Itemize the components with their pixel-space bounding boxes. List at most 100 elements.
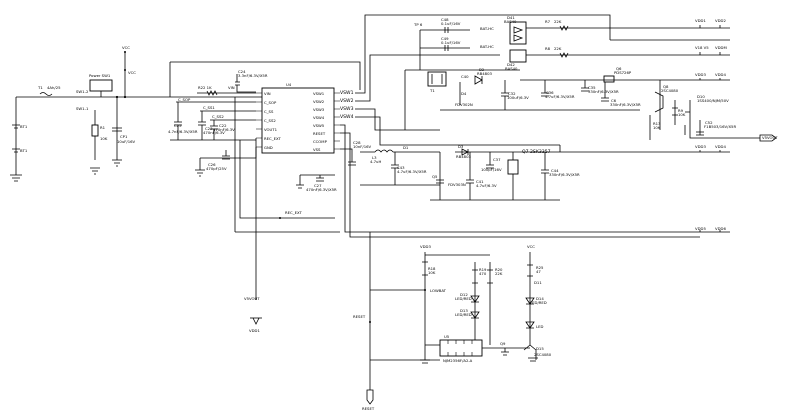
q6-value: PDS726P [614, 70, 632, 75]
r1-label: R1 [100, 125, 106, 130]
c44-label: C44 [551, 168, 559, 173]
r25-value: 47 [536, 269, 541, 274]
c32-value: 100uF/6.3V [507, 95, 529, 100]
c43-value: 4.7uF/6.3V/X5R [397, 169, 427, 174]
cp1-label: CP1 [120, 134, 128, 139]
cp1-value: 10uF/16V [117, 139, 136, 144]
u4-pin-css: C_SS [264, 109, 274, 114]
d1-label: D1 [403, 145, 409, 150]
c6-value: 330nF/6.3V/X5R [610, 102, 641, 107]
u4-pin-vss: VSS [313, 147, 321, 152]
c52-value: F1B503/16V/X5R [704, 124, 736, 129]
q8-label: Q8 [663, 84, 669, 89]
net-vsw2: VSW2 [340, 98, 354, 104]
u5-chip [439, 339, 483, 357]
c24-value: 3.3nF/6.3V/X5R [238, 73, 268, 78]
c49-value: 0.1uF/16V [441, 40, 461, 45]
c44-value: 330nF/6.3V/X5R [549, 172, 580, 177]
u4-pin-gnd: GND [264, 145, 273, 150]
boost-section: TP 6 C48 0.1uF/16V BAT-HC C49 0.1uF/16V … [404, 15, 778, 142]
lowbat-label: LOWBAT [430, 288, 447, 293]
c-ss1-net-label: C_SS1 [203, 105, 215, 110]
c28-value: 10nF/16V [353, 144, 372, 149]
u5-value: NJM2356F/A2-A [443, 358, 473, 363]
sw1-1-pin: SW1-1 [76, 106, 89, 111]
d10-label: D10 [697, 94, 705, 99]
vout-pin-label: V5VOUT [244, 296, 260, 301]
u4-pin-vsw3: VSW3 [313, 107, 325, 112]
c26-label: C26 [208, 162, 216, 167]
d2-value: RB4803 [477, 71, 492, 76]
c27-value: 470nF/6.3V/X5R [306, 187, 337, 192]
c48-label: C48 [441, 17, 449, 22]
c22-label: C22 [219, 123, 227, 128]
u4-pin-reset: RESET [313, 131, 326, 136]
r19-value: 470 [479, 271, 487, 276]
power-switch [89, 79, 113, 92]
vdd-b1-label: VDD5 [695, 226, 706, 231]
vdd-rails: VDD1 VDD2 V18 V5 VDDM VDD3 VDD4 VDD3 VDD… [560, 18, 730, 233]
c28-label: C28 [353, 140, 361, 145]
t1-transformer-label: T1 [429, 88, 435, 93]
net-vsw4: VSW4 [340, 114, 354, 120]
r22-label: R22 1K [198, 85, 212, 90]
vdd3-label: VDD3 [695, 72, 706, 77]
t1-value: 4Ah/25 [47, 85, 61, 90]
u4-pin-vsw4: VSW4 [313, 115, 325, 120]
q5-label: Q5 [432, 174, 438, 179]
vcc2-label: VCC [527, 244, 535, 249]
q5-value: FDV303N [448, 182, 466, 187]
r9-value: 10K [678, 112, 686, 117]
bat-hc-1: BAT-HC [480, 26, 494, 31]
u5-label: U5 [444, 334, 450, 339]
t1-label: T1 [37, 85, 43, 90]
c37-value: 100pF/16V [481, 167, 502, 172]
u4-pin-vin: VIN [264, 91, 271, 96]
u4-chip [261, 87, 335, 154]
lowbat-section: VDD3 R18 10K LOWBAT R19 470 R20 22K D12 … [353, 232, 552, 411]
vdd4-label: VDD4 [715, 72, 726, 77]
d41-label: D41 [507, 15, 515, 20]
r18-value: 10K [428, 270, 436, 275]
u4-pin-rec: REC_EXT [264, 136, 282, 141]
d15-value: 2SC4080 [534, 352, 552, 357]
d12-value: LED/RED [455, 296, 472, 301]
tp6-label: TP 6 [413, 22, 423, 27]
vdd2-label: VDD2 [715, 18, 726, 23]
vcc-top-label: VCC [122, 45, 130, 50]
u4-pin-csop: C_SOP [264, 100, 277, 105]
bt1-label: BT1 [20, 124, 28, 129]
d11-label: D11 [534, 280, 542, 285]
l3-value: 4.7uH [370, 159, 381, 164]
vdd3-lower-label: VDD3 [420, 244, 431, 249]
c6-label: C6 [611, 98, 617, 103]
r20-label: R20 [495, 267, 503, 272]
d13-value: LED/RED [455, 312, 472, 317]
d42-value: BAS40 [505, 66, 518, 71]
c36-value: 4.7uF/6.3V/X5R [545, 94, 575, 99]
u4-pin-css2: C_SS2 [264, 118, 276, 123]
vddmem-label: VDDM [715, 45, 727, 50]
vdd-mid-label: VDD3 [695, 144, 706, 149]
r8-value: 22K [554, 46, 562, 51]
vdd-b2-label: VDD6 [715, 226, 726, 231]
c35-label: C35 [588, 85, 596, 90]
c25-value: 4.7nF/6.3V/X5R [168, 129, 198, 134]
c52-label: C52 [705, 120, 713, 125]
reset-net-label: RESET [353, 314, 366, 319]
u4-pin-vsw2: VSW2 [313, 99, 325, 104]
q6-label: Q6 [616, 66, 622, 71]
d2-label: D2 [479, 67, 485, 72]
c-sop-net-label: C_SOP [178, 97, 191, 102]
d12-label: D12 [460, 292, 468, 297]
d4-value: FDV302N [455, 102, 473, 107]
c27-label: C27 [314, 183, 322, 188]
q9-label: Q9 [500, 341, 506, 346]
d14-value: LED/RED [530, 300, 547, 305]
d13-label: D13 [460, 308, 468, 313]
r13-label: R13 [653, 121, 661, 126]
d42-label: D42 [507, 62, 515, 67]
u4-pin-vout1: VOUT1 [264, 127, 278, 132]
c24-label: C24 [238, 69, 246, 74]
